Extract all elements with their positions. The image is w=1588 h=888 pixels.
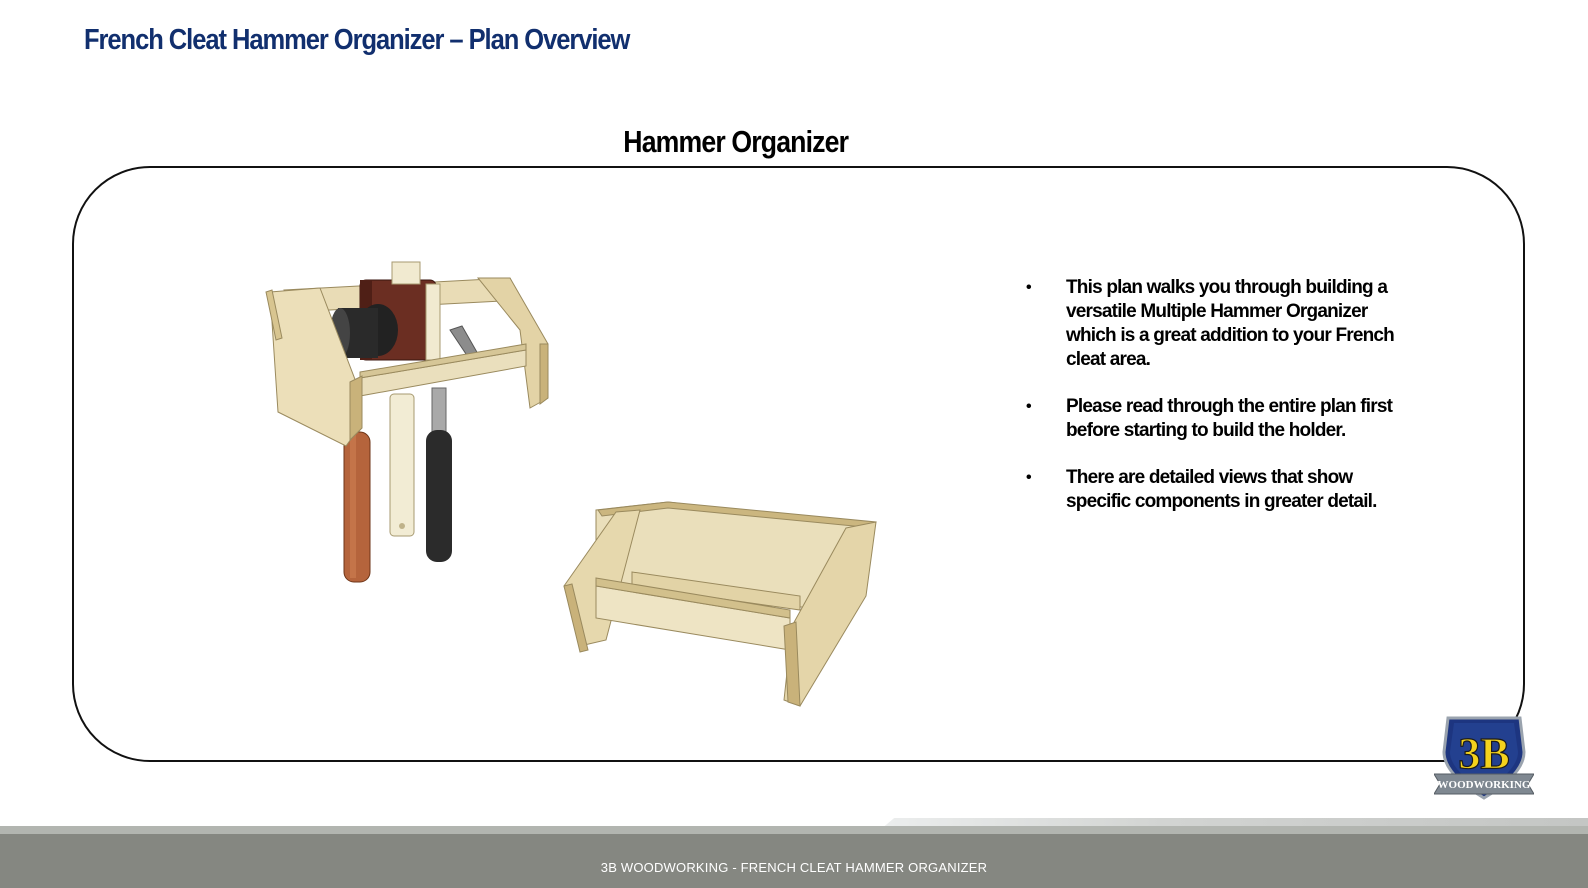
overview-bullet-list: • This plan walks you through building a… [1026, 276, 1406, 537]
3b-woodworking-logo: 3B WOODWORKING [1434, 716, 1534, 800]
content-frame [72, 166, 1525, 762]
peg-strip [425, 283, 441, 361]
wood-handle-shine [350, 432, 356, 578]
footer-bar [0, 834, 1588, 888]
right-side-edge [539, 343, 549, 405]
empty-right-edge [783, 621, 801, 707]
logo-banner-text: WOODWORKING [1438, 779, 1531, 791]
hammer-grip [426, 430, 452, 562]
wood-handle [343, 431, 371, 583]
mallet-handle [389, 393, 415, 537]
footer-light-band [0, 826, 1588, 836]
front-rail-top [359, 343, 527, 379]
bullet-dot-icon: • [1026, 279, 1032, 296]
bullet-dot-icon: • [1026, 398, 1032, 415]
empty-left-edge [563, 583, 589, 653]
bullet-text: Please read through the entire plan firs… [1066, 396, 1393, 441]
logo-main-text: 3B [1458, 729, 1509, 778]
bullet-item: • There are detailed views that show spe… [1026, 466, 1406, 514]
section-heading-text: Hammer Organizer [623, 124, 850, 159]
empty-back-rail [631, 571, 801, 611]
section-heading: Hammer Organizer [0, 124, 1472, 160]
bullet-text: There are detailed views that show speci… [1066, 467, 1377, 512]
peg-top [391, 261, 421, 285]
empty-front-rail-top [595, 577, 791, 619]
page-title: French Cleat Hammer Organizer – Plan Ove… [84, 24, 630, 56]
mallet-handle-hole [399, 523, 405, 529]
bullet-dot-icon: • [1026, 469, 1032, 486]
left-side-edge [349, 375, 363, 442]
hammer-organizer-illustration [265, 261, 877, 707]
bullet-item: • This plan walks you through building a… [1026, 276, 1406, 372]
organizer-with-hammers [265, 261, 549, 583]
left-side-top-edge [265, 289, 283, 341]
bullet-item: • Please read through the entire plan fi… [1026, 395, 1406, 443]
logo-banner [1434, 773, 1534, 795]
bullet-text: This plan walks you through building a v… [1066, 277, 1395, 370]
footer-text: 3B WOODWORKING - FRENCH CLEAT HAMMER ORG… [600, 860, 988, 875]
empty-organizer [563, 501, 877, 707]
